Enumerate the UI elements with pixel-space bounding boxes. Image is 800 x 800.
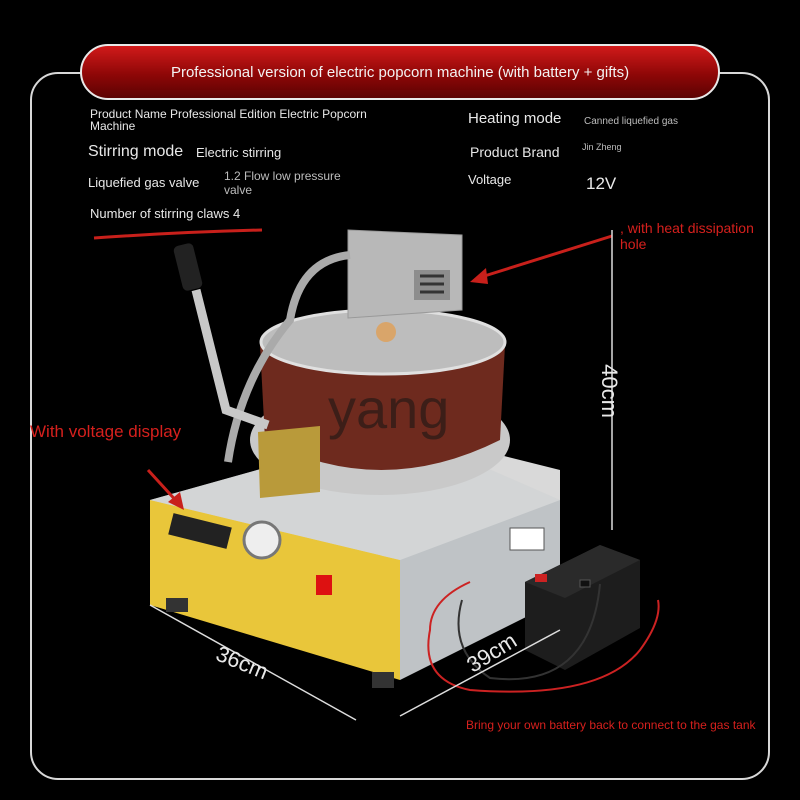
copper-bowl bbox=[260, 345, 505, 470]
red-wire bbox=[427, 581, 660, 693]
voltage-display-note: With voltage display bbox=[30, 422, 182, 441]
heat-hole-note: , with heat dissipation hole bbox=[620, 220, 754, 252]
battery-note: Bring your own battery back to connect t… bbox=[466, 718, 756, 732]
power-switch bbox=[316, 575, 332, 595]
stirring-mode-label: Stirring mode bbox=[88, 143, 184, 160]
lever-handle bbox=[173, 243, 203, 291]
lever-arm bbox=[191, 288, 270, 430]
voltage-label: Voltage bbox=[468, 172, 512, 187]
height-label: 40cm bbox=[596, 364, 622, 418]
product-name: Product Name Professional Edition Electr… bbox=[90, 107, 367, 133]
voltage-display bbox=[168, 513, 232, 549]
heating-mode-label: Heating mode bbox=[468, 110, 562, 127]
banner-title: Professional version of electric popcorn… bbox=[170, 63, 630, 81]
brand-value: Jin Zheng bbox=[582, 142, 622, 152]
black-wire bbox=[457, 583, 601, 681]
width-dimension-line bbox=[149, 604, 357, 721]
control-knob bbox=[242, 520, 282, 560]
stirring-mode-value: Electric stirring bbox=[196, 145, 282, 160]
gas-valve-value: 1.2 Flow low pressure valve bbox=[224, 169, 341, 197]
gas-valve-label: Liquefied gas valve bbox=[88, 175, 200, 190]
battery-terminal-positive bbox=[535, 574, 547, 582]
heating-mode-value: Canned liquefied gas bbox=[584, 116, 678, 127]
brand-label: Product Brand bbox=[470, 144, 560, 160]
stirring-claws: Number of stirring claws 4 bbox=[90, 206, 241, 221]
heat-hole-arrow bbox=[477, 234, 613, 280]
underline-mark bbox=[93, 228, 263, 240]
bowl-lid bbox=[259, 308, 507, 376]
depth-dimension-line bbox=[399, 629, 561, 717]
lid-knob bbox=[376, 322, 396, 342]
label-plate bbox=[509, 527, 545, 551]
watermark: yang bbox=[328, 377, 450, 440]
voltage-value: 12V bbox=[586, 174, 617, 193]
title-banner: Professional version of electric popcorn… bbox=[80, 44, 720, 100]
valve-box bbox=[258, 426, 320, 498]
